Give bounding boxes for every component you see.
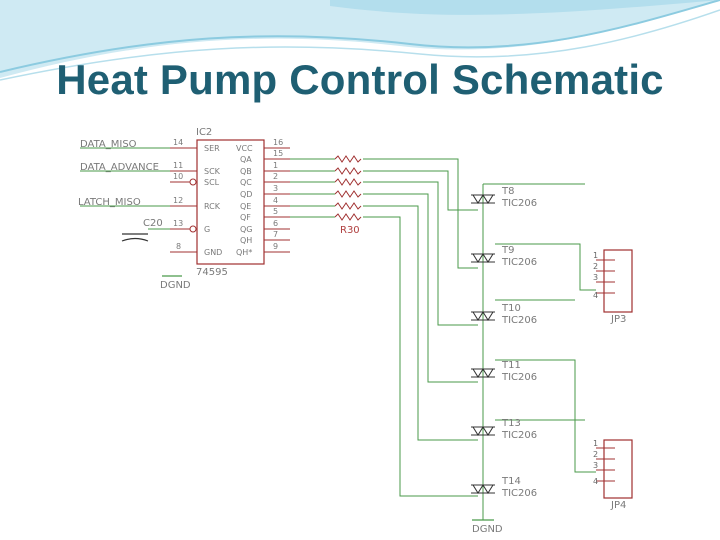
- ic-pin-name: SER: [204, 144, 220, 153]
- connector-pin-num: 4: [593, 477, 598, 486]
- ic-pin-name: QE: [240, 202, 251, 211]
- ic-pin-name: QB: [240, 167, 252, 176]
- net-label-latch-miso: LATCH_MISO: [78, 197, 141, 208]
- ic-pin-name: QC: [240, 178, 252, 187]
- connector-pin-num: 3: [593, 461, 598, 470]
- triac-t11: T11 TIC206: [471, 360, 537, 383]
- net-label-data-advance: DATA_ADVANCE: [80, 162, 159, 173]
- ic-pin-name: VCC: [236, 144, 253, 153]
- capacitor-label: C20: [143, 218, 163, 229]
- ic-pin-name: QD: [240, 190, 252, 199]
- gate-wires: [363, 158, 596, 520]
- ic-pin-num: 15: [273, 149, 283, 158]
- connector-pin-num: 4: [593, 291, 598, 300]
- ic-pin-num: 13: [173, 219, 183, 228]
- ic-pin-num: 12: [173, 196, 183, 205]
- ic-part-label: 74595: [196, 267, 228, 278]
- ic2-shift-register: IC2 74595: [170, 127, 290, 278]
- ic-pin-num: 14: [173, 138, 183, 147]
- ic-pin-name: SCK: [204, 167, 221, 176]
- ground-label-left: DGND: [160, 280, 191, 291]
- ic-pin-num: 11: [173, 161, 183, 170]
- slide-title: Heat Pump Control Schematic: [56, 56, 664, 103]
- header-swoosh-decoration: [0, 0, 720, 81]
- connector-jp3: 1 2 3 4 JP3: [593, 249, 633, 325]
- triac-ref: T9: [501, 245, 514, 256]
- ic-pin-name: QH*: [236, 248, 252, 257]
- input-nets: DATA_MISO DATA_ADVANCE LATCH_MISO C20 DG…: [78, 139, 191, 291]
- ic-pin-num: 10: [173, 172, 183, 181]
- triac-part: TIC206: [501, 372, 537, 383]
- triac-t10: T10 TIC206: [471, 303, 537, 326]
- inverted-clear-bubble: [189, 178, 197, 186]
- connector-jp4: 1 2 3 4 JP4: [593, 439, 633, 511]
- triac-ref: T13: [501, 418, 521, 429]
- connector-ref: JP4: [610, 500, 626, 511]
- triac-part: TIC206: [501, 315, 537, 326]
- ic-ref-label: IC2: [196, 127, 212, 138]
- connector-pin-num: 1: [593, 251, 598, 260]
- triac-part: TIC206: [501, 257, 537, 268]
- triac-ref: T14: [501, 476, 521, 487]
- ic-pin-name: GND: [204, 248, 222, 257]
- resistor-array: R30: [290, 155, 362, 236]
- inverted-enable-bubble: [189, 225, 197, 233]
- connector-pin-num: 1: [593, 439, 598, 448]
- ic-pin-num: 2: [273, 172, 278, 181]
- net-label-data-miso: DATA_MISO: [80, 139, 137, 150]
- connector-ref: JP3: [610, 314, 626, 325]
- triac-part: TIC206: [501, 430, 537, 441]
- ground-label-bottom: DGND: [472, 524, 503, 535]
- connector-pin-num: 3: [593, 273, 598, 282]
- ic-pin-name: QG: [240, 225, 253, 234]
- ic-pin-num: 6: [273, 219, 278, 228]
- connector-pin-num: 2: [593, 262, 598, 271]
- ic-pin-num: 8: [176, 242, 181, 251]
- triac-t13: T13 TIC206: [471, 418, 537, 441]
- ic-pin-name: G: [204, 225, 210, 234]
- capacitor-symbol: [121, 233, 149, 242]
- triac-ref: T8: [501, 186, 514, 197]
- ic-pin-num: 7: [273, 230, 278, 239]
- ground-symbol-left: DGND: [160, 275, 191, 291]
- triac-t14: T14 TIC206: [471, 476, 537, 499]
- connector-pin-num: 2: [593, 450, 598, 459]
- ic-pin-num: 3: [273, 184, 278, 193]
- ic-pin-name: QF: [240, 213, 251, 222]
- ic-pin-name: QH: [240, 236, 252, 245]
- ic-pin-name: RCK: [204, 202, 221, 211]
- resistor-array-label: R30: [340, 225, 360, 236]
- triac-ref: T10: [501, 303, 521, 314]
- triac-part: TIC206: [501, 198, 537, 209]
- triac-t8: T8 TIC206: [471, 186, 537, 209]
- ground-symbol-bottom: DGND: [472, 519, 503, 535]
- ic-pin-num: 16: [273, 138, 283, 147]
- ic-pin-name: SCL: [204, 178, 220, 187]
- ic-pin-num: 5: [273, 207, 278, 216]
- triac-ref: T11: [501, 360, 521, 371]
- triac-part: TIC206: [501, 488, 537, 499]
- ic-pin-num: 4: [273, 196, 278, 205]
- triac-t9: T9 TIC206: [471, 245, 537, 268]
- ic-pin-num: 9: [273, 242, 278, 251]
- ic-pin-num: 1: [273, 161, 278, 170]
- ic-pin-name: QA: [240, 155, 252, 164]
